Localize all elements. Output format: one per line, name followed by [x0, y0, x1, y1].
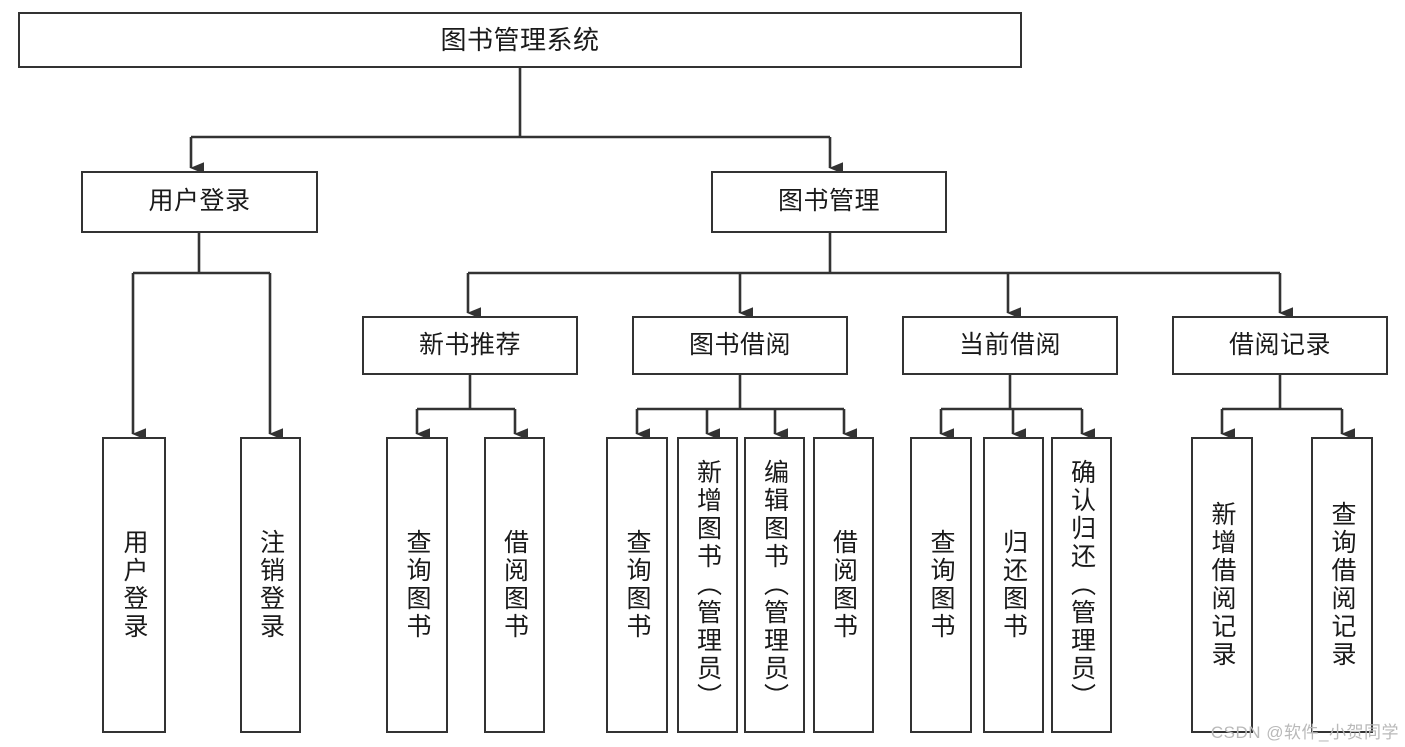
node-leaf-confirm-return[interactable]: 确认归还（管理员）	[1051, 437, 1112, 733]
node-leaf-confirm-return-label: 确认归还（管理员）	[1067, 459, 1096, 711]
node-book-borrow-label: 图书借阅	[688, 330, 791, 359]
node-book-manage[interactable]: 图书管理	[711, 171, 947, 233]
node-leaf-query-book-1[interactable]: 查询图书	[386, 437, 448, 733]
node-leaf-add-book-label: 新增图书（管理员）	[693, 459, 722, 711]
node-root[interactable]: 图书管理系统	[18, 12, 1022, 68]
node-leaf-query-record[interactable]: 查询借阅记录	[1311, 437, 1373, 733]
node-current-borrow-label: 当前借阅	[958, 330, 1061, 359]
watermark: CSDN @软件_小贺同学	[1210, 723, 1399, 742]
node-borrow-record[interactable]: 借阅记录	[1172, 316, 1388, 375]
node-new-book-recommend[interactable]: 新书推荐	[362, 316, 578, 375]
node-leaf-query-book-2[interactable]: 查询图书	[606, 437, 668, 733]
node-leaf-query-book-3-label: 查询图书	[927, 529, 955, 641]
node-user-login-label: 用户登录	[148, 187, 251, 216]
node-leaf-user-login-label: 用户登录	[120, 529, 148, 641]
node-leaf-borrow-book-1-label: 借阅图书	[500, 529, 529, 641]
node-borrow-record-label: 借阅记录	[1228, 330, 1331, 359]
node-user-login[interactable]: 用户登录	[81, 171, 318, 233]
node-leaf-query-record-label: 查询借阅记录	[1328, 501, 1356, 669]
node-leaf-return-book-label: 归还图书	[999, 529, 1028, 641]
node-leaf-user-logout-label: 注销登录	[256, 529, 285, 641]
node-leaf-edit-book-label: 编辑图书（管理员）	[760, 459, 789, 711]
node-leaf-return-book[interactable]: 归还图书	[983, 437, 1044, 733]
node-leaf-borrow-book-2[interactable]: 借阅图书	[813, 437, 874, 733]
node-root-label: 图书管理系统	[440, 24, 600, 55]
node-leaf-user-logout[interactable]: 注销登录	[240, 437, 301, 733]
node-leaf-borrow-book-2-label: 借阅图书	[829, 529, 858, 641]
node-leaf-borrow-book-1[interactable]: 借阅图书	[484, 437, 545, 733]
node-book-borrow[interactable]: 图书借阅	[632, 316, 848, 375]
node-book-manage-label: 图书管理	[777, 187, 880, 216]
node-leaf-user-login[interactable]: 用户登录	[102, 437, 166, 733]
node-leaf-add-book[interactable]: 新增图书（管理员）	[677, 437, 738, 733]
node-leaf-add-record[interactable]: 新增借阅记录	[1191, 437, 1253, 733]
node-current-borrow[interactable]: 当前借阅	[902, 316, 1118, 375]
node-new-book-recommend-label: 新书推荐	[418, 330, 521, 359]
node-leaf-add-record-label: 新增借阅记录	[1208, 501, 1236, 669]
node-leaf-query-book-1-label: 查询图书	[403, 529, 431, 641]
node-leaf-edit-book[interactable]: 编辑图书（管理员）	[744, 437, 805, 733]
node-leaf-query-book-3[interactable]: 查询图书	[910, 437, 972, 733]
node-leaf-query-book-2-label: 查询图书	[623, 529, 651, 641]
